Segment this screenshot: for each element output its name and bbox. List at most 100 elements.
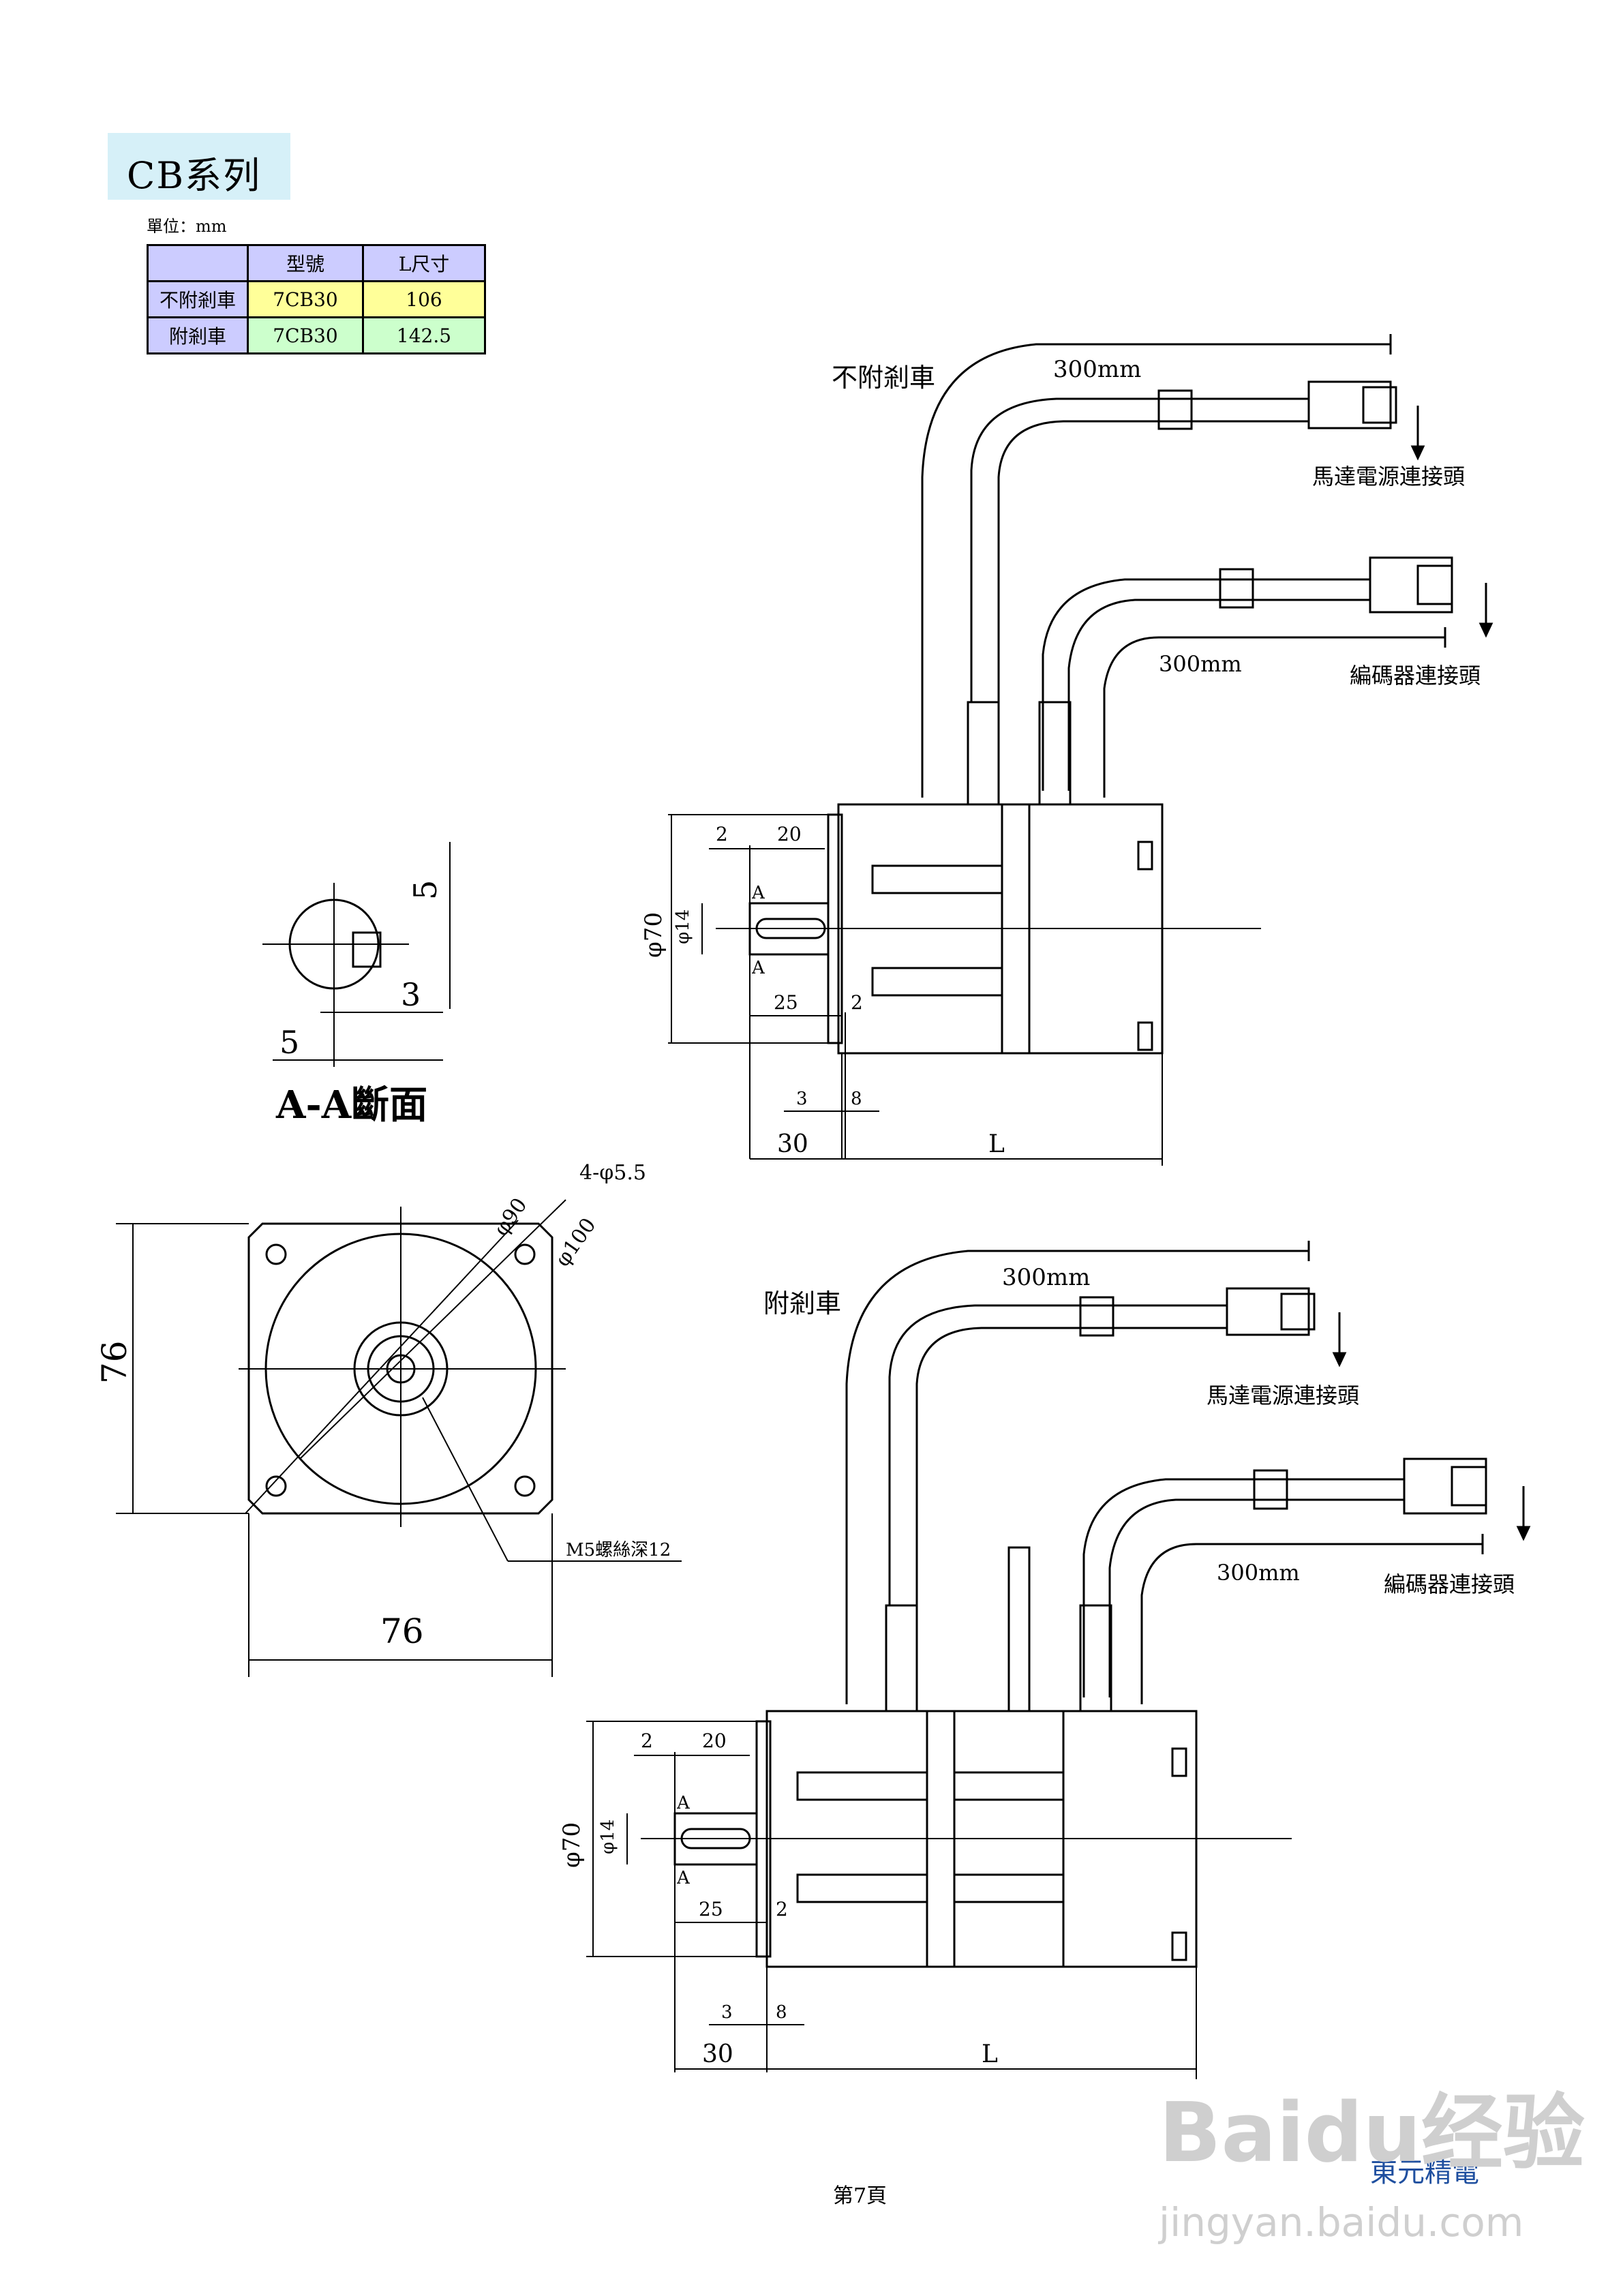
unit-label: 單位：mm	[147, 217, 227, 236]
series-title-box: CB系列	[108, 133, 290, 200]
row-length: 142.5	[362, 316, 486, 354]
bottom-power-cable-sleeve	[1079, 1296, 1114, 1337]
top-encoder-cable-length: 300mm	[1159, 651, 1242, 677]
top-brake-leader	[921, 343, 1391, 798]
spec-header-model: 型號	[247, 244, 364, 282]
top-dim-8: 8	[851, 1089, 862, 1109]
top-power-cable-inner	[997, 420, 1309, 702]
bottom-power-arrowhead	[1332, 1352, 1347, 1368]
top-dim-20: 20	[777, 823, 802, 845]
company-name: 東元精電	[1370, 2157, 1479, 2188]
bottom-encoder-cable-outer	[1082, 1478, 1404, 1697]
top-encoder-cable-outer	[1042, 578, 1370, 791]
bottom-brake-fin	[953, 1771, 1065, 1801]
thread-leader	[422, 1397, 509, 1562]
row-model: 7CB30	[247, 280, 364, 318]
bottom-section-mark-2: A	[676, 1868, 691, 1888]
series-title: CB系列	[127, 154, 261, 197]
bottom-encoder-gland	[1079, 1604, 1112, 1712]
mounting-hole	[514, 1475, 536, 1497]
section-dim-5-top: 5	[407, 880, 444, 900]
top-dim-30: 30	[777, 1130, 808, 1158]
table-row: 不附剎車 7CB30 106	[147, 280, 486, 318]
footer-logos: 東元精電 Baidu经验 jingyan.baidu.com	[1157, 2086, 1585, 2246]
front-phi100: φ100	[551, 1213, 601, 1271]
mounting-holes	[265, 1243, 536, 1497]
bottom-dim-phi70: φ70	[558, 1822, 586, 1868]
top-section-mark-2: A	[751, 958, 765, 978]
spec-table-header-row: 型號 L尺寸	[147, 244, 486, 282]
bottom-view-title: 附剎車	[763, 1288, 841, 1318]
row-label: 附剎車	[147, 316, 249, 354]
watermark-url: jingyan.baidu.com	[1157, 2199, 1523, 2246]
front-holes-label: 4-φ5.5	[579, 1161, 646, 1185]
top-encoder-cable-inner	[1067, 599, 1370, 791]
bottom-encoder-cable-inner	[1108, 1498, 1404, 1697]
bottom-power-cable-outer	[888, 1304, 1227, 1605]
top-dim-2b: 2	[851, 991, 863, 1014]
top-dim-phi14: φ14	[673, 909, 693, 944]
bottom-power-gland	[885, 1604, 918, 1712]
bottom-motor-fin	[796, 1771, 928, 1801]
bottom-encoder-leader	[1140, 1543, 1483, 1704]
front-diagonal	[245, 1220, 519, 1514]
top-dim-3: 3	[796, 1089, 808, 1109]
top-section-mark: A	[751, 883, 765, 903]
front-view: φ90 4-φ5.5 φ100 M5螺絲深12 76 76	[95, 1161, 682, 1677]
bottom-encoder-connector-latch	[1451, 1466, 1487, 1507]
row-model: 7CB30	[247, 316, 364, 354]
row-label: 不附剎車	[147, 280, 249, 318]
section-dim-3: 3	[401, 976, 421, 1013]
row-length: 106	[362, 280, 486, 318]
bottom-encoder-cable-length: 300mm	[1217, 1560, 1300, 1586]
bottom-power-connector-label: 馬達電源連接頭	[1207, 1383, 1359, 1408]
section-title: A-A斷面	[275, 1083, 427, 1128]
bottom-power-cable-inner	[915, 1327, 1227, 1605]
top-motor-screw-2	[1137, 1021, 1153, 1051]
spec-header-length: L尺寸	[362, 244, 486, 282]
top-encoder-cable-sleeve	[1219, 568, 1254, 609]
top-power-cable-sleeve	[1157, 389, 1193, 430]
top-encoder-arrowhead	[1478, 622, 1493, 638]
top-dim-2: 2	[716, 823, 728, 845]
top-power-cable-outer	[970, 397, 1309, 702]
top-encoder-connector-latch	[1416, 564, 1453, 605]
mounting-hole	[514, 1243, 536, 1265]
flange-square	[247, 1222, 553, 1515]
top-motor-fin-2	[871, 967, 1003, 997]
top-power-connector	[1307, 380, 1392, 429]
bottom-motor-screw-2	[1171, 1931, 1187, 1961]
bottom-encoder-connector-label: 編碼器連接頭	[1384, 1571, 1515, 1597]
top-dim-phi70: φ70	[640, 912, 667, 958]
bottom-dim-phi14: φ14	[598, 1819, 618, 1854]
bottom-dim-2b: 2	[776, 1898, 788, 1920]
front-dim-76-vertical: 76	[95, 1340, 134, 1384]
mounting-hole	[265, 1475, 287, 1497]
top-motor-screw	[1137, 841, 1153, 871]
table-row: 附剎車 7CB30 142.5	[147, 316, 486, 354]
bottom-dim-2: 2	[641, 1729, 653, 1752]
bottom-brake-leader	[845, 1250, 1309, 1704]
bottom-dim-25: 25	[699, 1898, 723, 1920]
watermark-brand: Baidu经验	[1159, 2086, 1585, 2181]
bottom-power-cable-length: 300mm	[1002, 1264, 1090, 1291]
bottom-brake-lead	[1007, 1546, 1031, 1712]
bottom-brake-fin-2	[953, 1873, 1065, 1903]
front-dim-76-horizontal: 76	[380, 1612, 424, 1651]
top-power-arrowhead	[1410, 445, 1425, 461]
bottom-power-connector-latch	[1280, 1293, 1316, 1331]
bottom-encoder-arrowhead	[1516, 1526, 1531, 1541]
top-encoder-gland	[1038, 701, 1072, 806]
bottom-motor-screw	[1171, 1747, 1187, 1777]
bottom-power-connector	[1226, 1287, 1310, 1336]
bottom-motor-view: 附剎車 300mm 馬達電源連接頭 300mm 編碼器連接頭	[558, 1241, 1531, 2079]
bottom-dim-L: L	[982, 2040, 998, 2068]
top-motor-view: 不附剎車 300mm 馬達電源連接頭 300mm 編碼器連接頭	[640, 334, 1493, 1166]
top-power-connector-label: 馬達電源連接頭	[1312, 464, 1465, 489]
front-phi90: φ90	[489, 1194, 532, 1241]
bottom-dim-3: 3	[721, 2002, 733, 2023]
front-thread-note: M5螺絲深12	[566, 1540, 671, 1560]
top-dim-25: 25	[774, 991, 798, 1014]
bottom-dim-8: 8	[776, 2002, 787, 2023]
bottom-encoder-cable-sleeve	[1253, 1469, 1288, 1510]
